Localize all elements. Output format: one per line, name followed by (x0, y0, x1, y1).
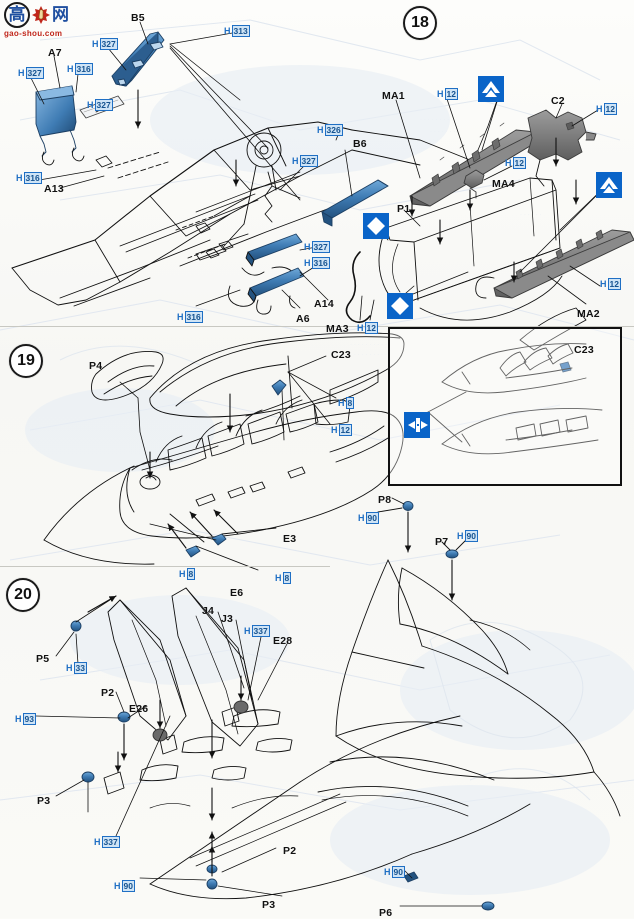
paint-callout-h337-b: H 337 (94, 836, 120, 848)
paint-callout-h316-b: H 316 (16, 172, 42, 184)
part-label-p8: P8 (378, 494, 392, 506)
part-label-e28: E28 (273, 635, 293, 647)
part-label-a6: A6 (296, 313, 310, 325)
part-label-a13: A13 (44, 183, 64, 195)
part-label-b6: B6 (353, 138, 367, 150)
paint-callout-h12-a: H 12 (437, 88, 458, 100)
part-label-a7: A7 (48, 47, 62, 59)
part-label-e26: E26 (129, 703, 149, 715)
paint-callout-h12-f: H 12 (331, 424, 352, 436)
svg-text:. . . . . . . . . .: . . . . . . . . . . (350, 350, 387, 357)
paint-callout-h327-b: H 327 (92, 38, 118, 50)
svg-text:. . . . . .: . . . . . . (520, 210, 541, 217)
symbol-chevron-up-b (596, 172, 622, 198)
paint-callout-h90-a: H 90 (358, 512, 379, 524)
logo-hand-icon (31, 5, 51, 25)
paint-callout-h90-d: H 90 (384, 866, 405, 878)
paint-callout-h327-a: H 327 (18, 67, 44, 79)
site-watermark-logo: 高 网 gao-shou.com (4, 2, 82, 40)
svg-text:. . . . . . . . . .: . . . . . . . . . . (350, 340, 387, 347)
part-label-b5: B5 (131, 12, 145, 24)
paint-callout-h8-a: H 8 (338, 397, 355, 409)
paint-callout-h327-d: H 327 (292, 155, 318, 167)
part-label-ma1: MA1 (382, 90, 405, 102)
paint-callout-h93: H 93 (15, 713, 36, 725)
part-label-e3: E3 (283, 533, 297, 545)
logo-domain-text: gao-shou.com (4, 29, 63, 38)
paint-callout-h327-c: H 327 (87, 99, 113, 111)
paint-callout-h316-a: H 316 (67, 63, 93, 75)
part-label-c23-a: C23 (331, 349, 351, 361)
part-label-c2: C2 (551, 95, 565, 107)
paint-callout-h313: H 313 (224, 25, 250, 37)
paint-callout-h326: H 326 (317, 124, 343, 136)
part-label-p5: P5 (36, 653, 50, 665)
part-label-p2-a: P2 (101, 687, 115, 699)
symbol-chevron-up-a (478, 76, 504, 102)
part-label-j4: J4 (202, 605, 215, 617)
section-divider-18-19 (0, 326, 634, 327)
part-label-p7: P7 (435, 536, 449, 548)
paint-callout-h8-c: H 8 (275, 572, 292, 584)
paint-callout-h33: H 33 (66, 662, 87, 674)
paint-callout-h12-e: H 12 (357, 322, 378, 334)
detail-inset-frame (388, 327, 622, 486)
paint-callout-h12-d: H 12 (600, 278, 621, 290)
part-label-p1: P1 (397, 203, 411, 215)
logo-char-circle: 高 (4, 2, 30, 28)
part-label-p3-b: P3 (262, 899, 276, 911)
svg-text:. . . . . . . .: . . . . . . . . (420, 115, 449, 122)
part-label-p3-a: P3 (37, 795, 51, 807)
logo-cjk-right: 网 (52, 4, 69, 25)
paint-callout-h90-b: H 90 (457, 530, 478, 542)
part-label-p4: P4 (89, 360, 103, 372)
paint-callout-h327-e: H 327 (304, 241, 330, 253)
part-label-p2-b: P2 (283, 845, 297, 857)
part-label-c23-b: C23 (574, 344, 594, 356)
paint-callout-h337-a: H 337 (244, 625, 270, 637)
paint-callout-h8-b: H 8 (179, 568, 196, 580)
section-divider-19-20 (0, 566, 330, 567)
part-label-p6: P6 (379, 907, 393, 919)
paint-callout-h316-c: H 316 (304, 257, 330, 269)
step-number-20: 20 (6, 578, 40, 612)
paint-callout-h90-c: H 90 (114, 880, 135, 892)
step-number-18: 18 (403, 6, 437, 40)
symbol-arrows-left-right (404, 412, 430, 438)
part-label-ma3: MA3 (326, 323, 349, 335)
logo-cjk-left: 高 (8, 4, 26, 25)
symbol-diamond-a (363, 213, 389, 239)
part-label-ma2: MA2 (577, 308, 600, 320)
step-number-19: 19 (9, 344, 43, 378)
part-label-ma4: MA4 (492, 178, 515, 190)
part-label-a14: A14 (314, 298, 334, 310)
symbol-diamond-b (387, 293, 413, 319)
part-label-e6: E6 (230, 587, 244, 599)
part-label-j3: J3 (221, 613, 234, 625)
svg-text:. . . . . . . .: . . . . . . . . (430, 127, 459, 134)
paint-callout-h12-b: H 12 (505, 157, 526, 169)
paint-callout-h316-d: H 316 (177, 311, 203, 323)
paint-callout-h12-c: H 12 (596, 103, 617, 115)
